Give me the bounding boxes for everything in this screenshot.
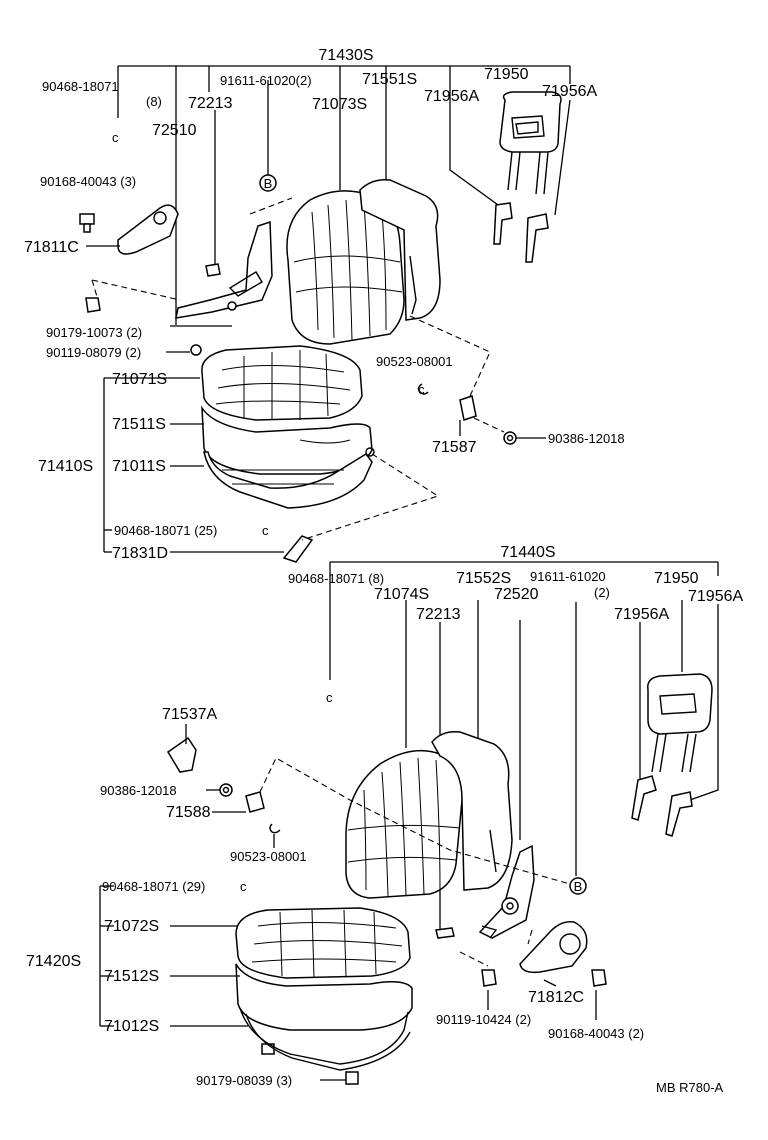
footer-code: MB R780-A <box>656 1080 724 1095</box>
bolt-90179-upper <box>85 297 101 313</box>
label-71950-lower: 71950 <box>654 570 699 587</box>
label-90119-08079: 90119-08079 (2) <box>46 345 141 360</box>
label-71956A-lower-l: 71956A <box>614 606 669 623</box>
frame-cover-upper <box>282 535 314 563</box>
headrest-lower <box>647 673 713 773</box>
recliner-frame-upper <box>175 220 273 319</box>
bracket-71588 <box>245 791 265 813</box>
upper-guide-lines <box>91 197 505 541</box>
bracket-71587 <box>459 395 477 421</box>
label-90468-18071: 90468-18071 <box>42 79 119 94</box>
label-71512S: 71512S <box>104 968 159 985</box>
label-71440S: 71440S <box>500 544 555 561</box>
label-72213-lower: 72213 <box>416 606 461 623</box>
clip-90523-lower <box>269 823 281 834</box>
cushion-cover-lower <box>235 907 411 979</box>
label-71551S: 71551S <box>362 71 417 88</box>
label-90119-10424: 90119-10424 (2) <box>436 1012 531 1027</box>
headrest-support-right-lower <box>665 791 693 837</box>
upper-group-bracket <box>117 65 571 325</box>
marker-b-lower-text: B <box>574 879 583 894</box>
lower-guide-lines <box>259 757 571 967</box>
c-marker-upper-2: c <box>418 382 425 397</box>
label-71552S: 71552S <box>456 570 511 587</box>
nut-90386-upper <box>503 431 517 445</box>
label-90468-18071-8: 90468-18071 (8) <box>288 571 384 586</box>
label-71812C: 71812C <box>528 989 584 1006</box>
label-91611-61020-upper: 91611-61020(2) <box>220 73 312 88</box>
label-90523-08001-lower: 90523-08001 <box>230 849 307 864</box>
label-90179-08039: 90179-08039 (3) <box>196 1073 292 1088</box>
lower-seat-assembly: B 71440S 90468-18071 (8) 71074S 71552S 9… <box>26 544 743 1088</box>
label-72510: 72510 <box>152 122 197 139</box>
headrest-support-right-upper <box>525 213 549 263</box>
label-71956A-lower-r: 71956A <box>688 588 743 605</box>
label-71956A-upper-l: 71956A <box>424 88 479 105</box>
seatback-panel-lower <box>431 730 513 891</box>
c-marker-upper-3: c <box>262 523 269 538</box>
c-marker-upper-1: c <box>112 130 119 145</box>
clip-90523-upper <box>417 383 429 395</box>
label-90468-qty: (8) <box>146 94 162 109</box>
marker-b-lower: B <box>569 877 587 895</box>
label-90468-18071-29: 90468-18071 (29) <box>102 879 205 894</box>
label-71071S: 71071S <box>112 371 167 388</box>
nut-90386-lower <box>219 783 233 797</box>
label-71430S: 71430S <box>318 47 373 64</box>
marker-b-upper: B <box>259 174 277 192</box>
seatback-cover-lower <box>345 749 464 899</box>
label-90168-40043-lower: 90168-40043 (2) <box>548 1026 644 1041</box>
recliner-cover-lower <box>519 921 588 974</box>
label-71420S: 71420S <box>26 953 81 970</box>
label-71950-upper: 71950 <box>484 66 529 83</box>
label-90468-18071-25: 90468-18071 (25) <box>114 523 217 538</box>
cushion-pad-upper <box>201 405 373 475</box>
pin-72213-lower <box>435 927 455 939</box>
cushion-pad-lower <box>235 963 413 1031</box>
headrest-support-left-lower <box>631 775 657 821</box>
bolt-90119-lower <box>481 969 497 987</box>
label-71410S: 71410S <box>38 458 93 475</box>
recliner-frame-lower <box>478 844 535 939</box>
label-71012S: 71012S <box>104 1018 159 1035</box>
headrest-support-left-upper <box>493 202 513 245</box>
label-91611-61020-lower: 91611-61020 <box>530 569 606 584</box>
label-91611-qty-lower: (2) <box>594 585 610 600</box>
seatback-panel-upper <box>359 178 441 321</box>
label-71831D: 71831D <box>112 545 168 562</box>
label-90179-10073: 90179-10073 (2) <box>46 325 142 340</box>
label-71074S: 71074S <box>374 586 429 603</box>
label-71072S: 71072S <box>104 918 159 935</box>
label-71073S: 71073S <box>312 96 367 113</box>
label-72520: 72520 <box>494 586 539 603</box>
label-72213-upper: 72213 <box>188 95 233 112</box>
label-90386-12018-upper: 90386-12018 <box>548 431 625 446</box>
seat-frame-upper <box>203 447 375 509</box>
headrest-upper <box>499 91 562 195</box>
label-71811C: 71811C <box>24 239 79 256</box>
seat-frame-lower <box>239 1007 411 1071</box>
label-71537A: 71537A <box>162 706 217 723</box>
recliner-cover-upper <box>117 204 179 255</box>
marker-b-upper-text: B <box>264 176 273 191</box>
c-marker-lower-2: c <box>240 879 247 894</box>
bolt-90168-upper <box>79 213 95 233</box>
label-71956A-upper-r: 71956A <box>542 83 597 100</box>
upper-leader-lines <box>86 245 546 553</box>
bolt-90119-upper <box>190 344 202 356</box>
label-71588: 71588 <box>166 804 211 821</box>
c-marker-lower-1: c <box>326 690 333 705</box>
upper-seat-assembly: B 71430S 90468-18071 (8) c 91611-61020(2… <box>24 47 625 563</box>
lower-leader-lines <box>99 724 597 1081</box>
cushion-cover-upper <box>201 345 363 421</box>
label-71587: 71587 <box>432 439 477 456</box>
label-90386-12018-lower: 90386-12018 <box>100 783 177 798</box>
bracket-71537A <box>166 736 197 773</box>
label-90168-40043-upper: 90168-40043 (3) <box>40 174 136 189</box>
label-71511S: 71511S <box>112 416 166 433</box>
bolt-90168-lower <box>591 969 607 987</box>
label-71011S: 71011S <box>112 458 166 475</box>
label-90523-08001-upper: 90523-08001 <box>376 354 453 369</box>
